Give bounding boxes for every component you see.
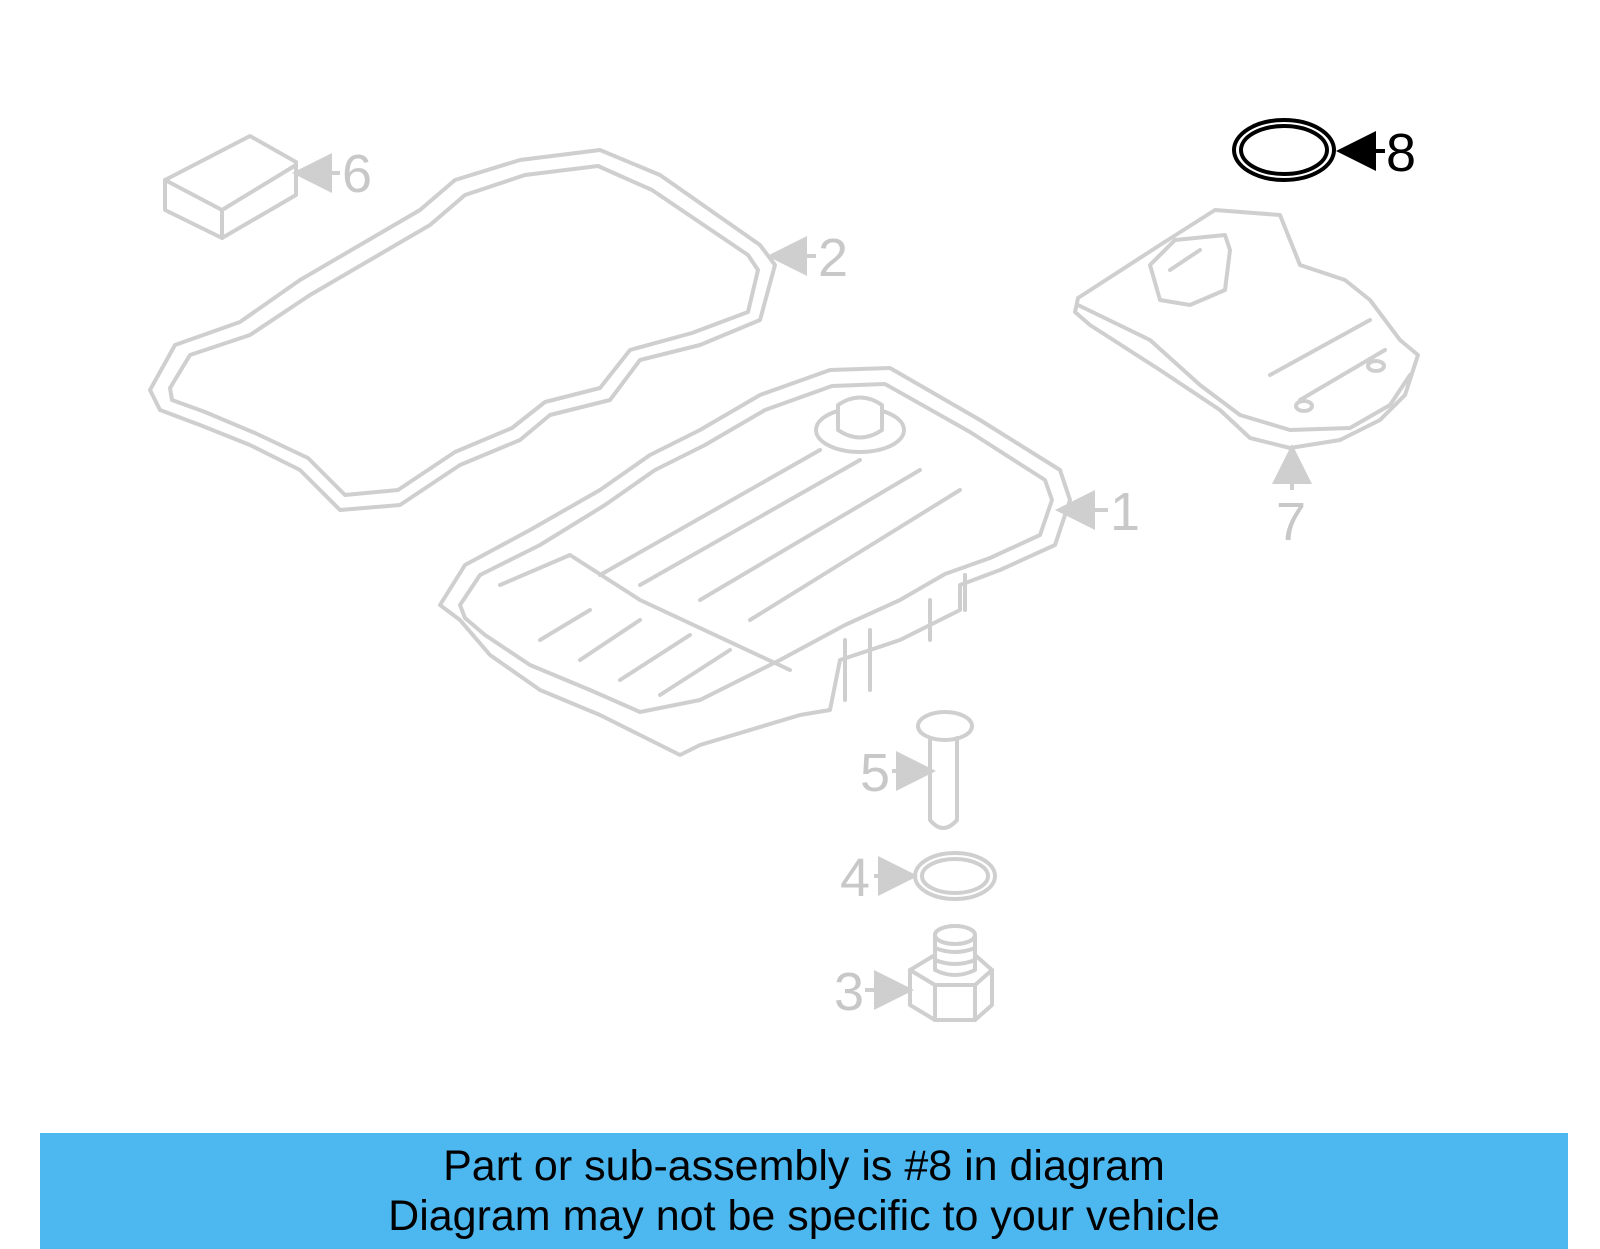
part-6-small-block[interactable] xyxy=(163,134,298,240)
callout-3-label[interactable]: 3 xyxy=(834,962,864,1022)
info-banner: Part or sub-assembly is #8 in diagram Di… xyxy=(40,1133,1568,1249)
callout-4-label[interactable]: 4 xyxy=(840,848,870,908)
banner-part-text: Part or sub-assembly is #8 in diagram xyxy=(443,1142,1165,1190)
banner-disclaimer-text: Diagram may not be specific to your vehi… xyxy=(388,1192,1220,1240)
part-3-drain-plug[interactable] xyxy=(908,924,994,1022)
part-2-pan-gasket[interactable] xyxy=(148,148,777,512)
callout-5-label[interactable]: 5 xyxy=(860,743,890,803)
callout-2-label[interactable]: 2 xyxy=(818,228,848,288)
part-8-o-ring[interactable] xyxy=(1232,118,1336,182)
callout-6-label[interactable]: 6 xyxy=(342,144,372,204)
callout-8-label[interactable]: 8 xyxy=(1386,123,1416,183)
callout-7-label[interactable]: 7 xyxy=(1276,492,1306,552)
part-5-fill-tube[interactable] xyxy=(916,710,974,830)
part-7-filter[interactable] xyxy=(1073,208,1420,450)
part-4-drain-seal[interactable] xyxy=(913,851,997,901)
callout-1-label[interactable]: 1 xyxy=(1110,482,1140,542)
part-1-oil-pan[interactable] xyxy=(438,366,1072,757)
